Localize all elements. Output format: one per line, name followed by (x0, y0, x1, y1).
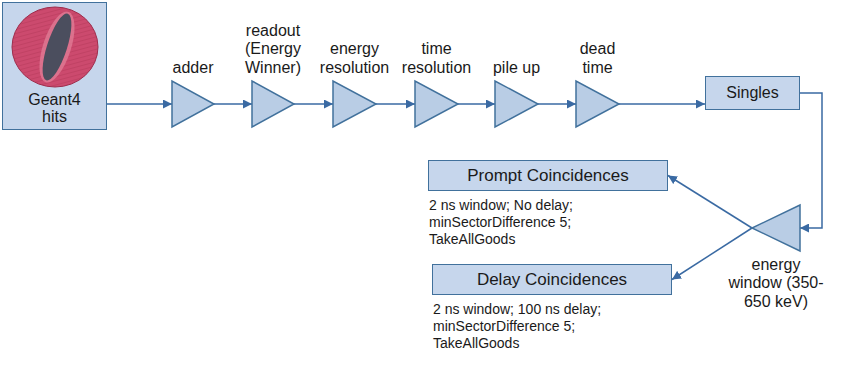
node-label: time resolution (392, 40, 482, 77)
node-label: dead time (568, 40, 628, 77)
node-label: energy resolution (310, 40, 400, 77)
node-label: readout (Energy Winner) (228, 22, 318, 77)
digitizer-module: energy resolution (333, 81, 376, 127)
triangle-outline (172, 81, 214, 127)
output-box: Singles (705, 76, 800, 110)
triangle-outline (576, 81, 619, 127)
flow-connector (668, 176, 752, 229)
node-note: 2 ns window; No delay; minSectorDifferen… (429, 197, 599, 247)
digitizer-module: pile up (495, 81, 538, 127)
node-label: Prompt Coincidences (467, 166, 629, 186)
node-label: Singles (726, 84, 778, 102)
flow-connector (376, 103, 415, 105)
flow-connector (214, 103, 252, 105)
source-box: Geant4 hits (2, 2, 107, 130)
coincidence-box: Prompt Coincidences2 ns window; No delay… (428, 160, 668, 191)
node-label: pile up (472, 59, 562, 77)
flow-connector (619, 103, 705, 105)
triangle-symbol (172, 81, 214, 127)
triangle-symbol (752, 205, 800, 251)
triangle-outline (415, 81, 458, 127)
triangle-outline (495, 81, 538, 127)
triangle-outline (752, 205, 800, 251)
triangle-symbol (495, 81, 538, 127)
triangle-symbol (252, 81, 294, 127)
box-ground (2, 2, 107, 130)
digitizer-module: time resolution (415, 81, 458, 127)
triangle-outline (333, 81, 376, 127)
coincidence-box: Delay Coincidences2 ns window; 100 ns de… (432, 264, 672, 295)
triangle-symbol (415, 81, 458, 127)
detector-ring (12, 7, 98, 87)
triangle-symbol (333, 81, 376, 127)
flow-connector (800, 93, 822, 228)
flow-connector (458, 103, 495, 105)
node-label: energy window (350-650 keV) (725, 256, 827, 311)
flow-connector (107, 103, 172, 105)
digitizer-module: readout (Energy Winner) (252, 81, 294, 127)
flow-connector (294, 103, 333, 105)
flow-connector (538, 103, 576, 105)
node-label: Geant4 hits (20, 91, 90, 126)
triangle-outline (252, 81, 294, 127)
node-note: 2 ns window; 100 ns delay; minSectorDiff… (433, 301, 633, 351)
flow-connector (672, 228, 752, 280)
filter-module: energy window (350-650 keV) (752, 205, 800, 251)
digitizer-module: adder (172, 81, 214, 127)
digitizer-module: dead time (576, 81, 619, 127)
node-label: Delay Coincidences (477, 270, 627, 290)
triangle-symbol (576, 81, 619, 127)
node-label: adder (163, 59, 223, 77)
